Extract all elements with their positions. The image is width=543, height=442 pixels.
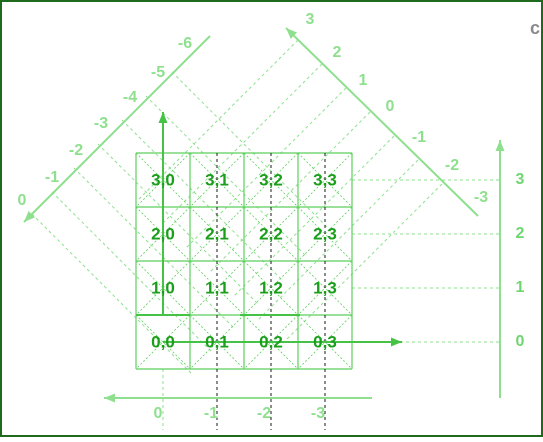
x-axis-arrow-head [391, 337, 402, 347]
bottom-axis-arrow-head [104, 393, 115, 403]
cell-diag-b-0-2 [243, 152, 299, 208]
left-diag-label-5: -1 [45, 169, 59, 186]
cell-diag-a-1-2 [243, 206, 299, 262]
right-diag-axis-arrow [285, 27, 479, 217]
left-diag-axis-arrow [23, 35, 211, 223]
left-diag-label-1: -5 [151, 64, 165, 81]
diag-proj-right-5 [257, 159, 419, 321]
cell-diag-a-0-1 [189, 152, 245, 208]
cell-diag-a-0-0 [135, 152, 191, 208]
diag-proj-left-4 [121, 119, 283, 281]
right-axis-label-1: 2 [516, 225, 525, 242]
cell-diag-a-2-3 [297, 260, 353, 316]
right-diag-label-1: 2 [333, 44, 342, 61]
cell-diag-a-0-2 [243, 152, 299, 208]
cell-label-0-3: 3,3 [313, 170, 337, 189]
right-diag-axis-arrow-head [286, 28, 298, 39]
cell-diag-a-2-1 [189, 260, 245, 316]
cell-diag-b-1-3 [297, 206, 353, 262]
right-diag-label-3: 0 [386, 98, 395, 115]
cell-label-2-1: 1,1 [205, 278, 229, 297]
diag-proj-left-1 [51, 191, 213, 353]
diag-proj-left-0 [31, 213, 193, 375]
cell-label-3-2: 0,2 [259, 332, 283, 351]
bottom-axis-label-1: -1 [204, 405, 218, 422]
left-diag-label-6: 0 [18, 192, 27, 209]
right-diag-label-0: 3 [306, 11, 315, 28]
cell-diag-b-0-1 [189, 152, 245, 208]
left-diag-label-4: -2 [69, 142, 83, 159]
cell-diag-b-3-0 [135, 314, 191, 370]
cell-diag-b-2-1 [189, 260, 245, 316]
diag-proj-left-3 [97, 143, 259, 305]
cell-diag-a-1-0 [135, 206, 191, 262]
cell-label-0-1: 3,1 [205, 170, 229, 189]
cell-label-1-1: 2,1 [205, 224, 229, 243]
cell-diag-b-3-3 [297, 314, 353, 370]
cell-diag-b-1-1 [189, 206, 245, 262]
cell-diag-a-3-0 [135, 314, 191, 370]
diag-proj-right-0 [137, 39, 299, 201]
cell-label-1-3: 2,3 [313, 224, 337, 243]
cell-diag-a-1-3 [297, 206, 353, 262]
diag-proj-right-4 [233, 135, 395, 297]
right-axis-label-2: 1 [516, 279, 525, 296]
left-diag-axis-arrow-head [24, 211, 35, 222]
cell-diag-a-3-1 [189, 314, 245, 370]
cell-label-2-0: 1,0 [151, 278, 175, 297]
cell-diag-a-2-0 [135, 260, 191, 316]
diag-proj-left-2 [73, 167, 235, 329]
cell-label-3-1: 0,1 [205, 332, 229, 351]
diag-proj-right-1 [161, 63, 323, 225]
cell-diag-a-3-2 [243, 314, 299, 370]
cell-diag-b-2-0 [135, 260, 191, 316]
cell-diag-a-0-3 [297, 152, 353, 208]
diag-proj-left-6 [171, 71, 333, 233]
diag-proj-left-5 [145, 95, 307, 257]
bottom-axis-label-2: -2 [257, 405, 271, 422]
cell-label-0-2: 3,2 [259, 170, 283, 189]
cell-diag-b-1-2 [243, 206, 299, 262]
cell-diag-b-0-3 [297, 152, 353, 208]
cell-label-3-3: 0,3 [313, 332, 337, 351]
cell-diag-a-2-2 [243, 260, 299, 316]
right-axis-arrow-head [495, 140, 505, 151]
y-axis-arrow-head [158, 112, 168, 123]
cell-diag-a-1-1 [189, 206, 245, 262]
cell-label-0-0: 3,0 [151, 170, 175, 189]
left-diag-label-3: -3 [94, 115, 108, 132]
cell-label-1-2: 2,2 [259, 224, 283, 243]
lines-layer [23, 27, 505, 430]
right-axis-label-3: 0 [516, 333, 525, 350]
cell-diag-b-1-0 [135, 206, 191, 262]
cell-diag-b-0-0 [135, 152, 191, 208]
right-axis-label-0: 3 [516, 171, 525, 188]
left-diag-label-0: -6 [178, 35, 192, 52]
cell-diag-b-3-1 [189, 314, 245, 370]
cell-diag-b-2-2 [243, 260, 299, 316]
right-diag-label-4: -1 [412, 129, 426, 146]
cells-layer: 3,0 3,1 3,2 3,3 2,0 2,1 2,2 2,3 1,0 1,1 1,2 1,3 0,0 0… [151, 170, 337, 351]
right-diag-label-2: 1 [359, 72, 368, 89]
edge-glyph: c [530, 18, 540, 38]
diag-proj-right-2 [185, 87, 347, 249]
cell-label-2-3: 1,3 [313, 278, 337, 297]
bottom-axis-label-3: -3 [311, 405, 325, 422]
left-diag-label-2: -4 [123, 89, 137, 106]
diag-proj-right-3 [209, 111, 371, 273]
cell-label-2-2: 1,2 [259, 278, 283, 297]
cell-label-1-0: 2,0 [151, 224, 175, 243]
cell-diag-b-2-3 [297, 260, 353, 316]
bottom-axis-label-0: 0 [154, 405, 163, 422]
right-diag-label-5: -2 [445, 157, 459, 174]
diag-proj-right-6 [281, 183, 443, 345]
right-diag-label-6: -3 [474, 189, 488, 206]
cell-diag-a-3-3 [297, 314, 353, 370]
cell-label-3-0: 0,0 [151, 332, 175, 351]
cell-diag-b-3-2 [243, 314, 299, 370]
